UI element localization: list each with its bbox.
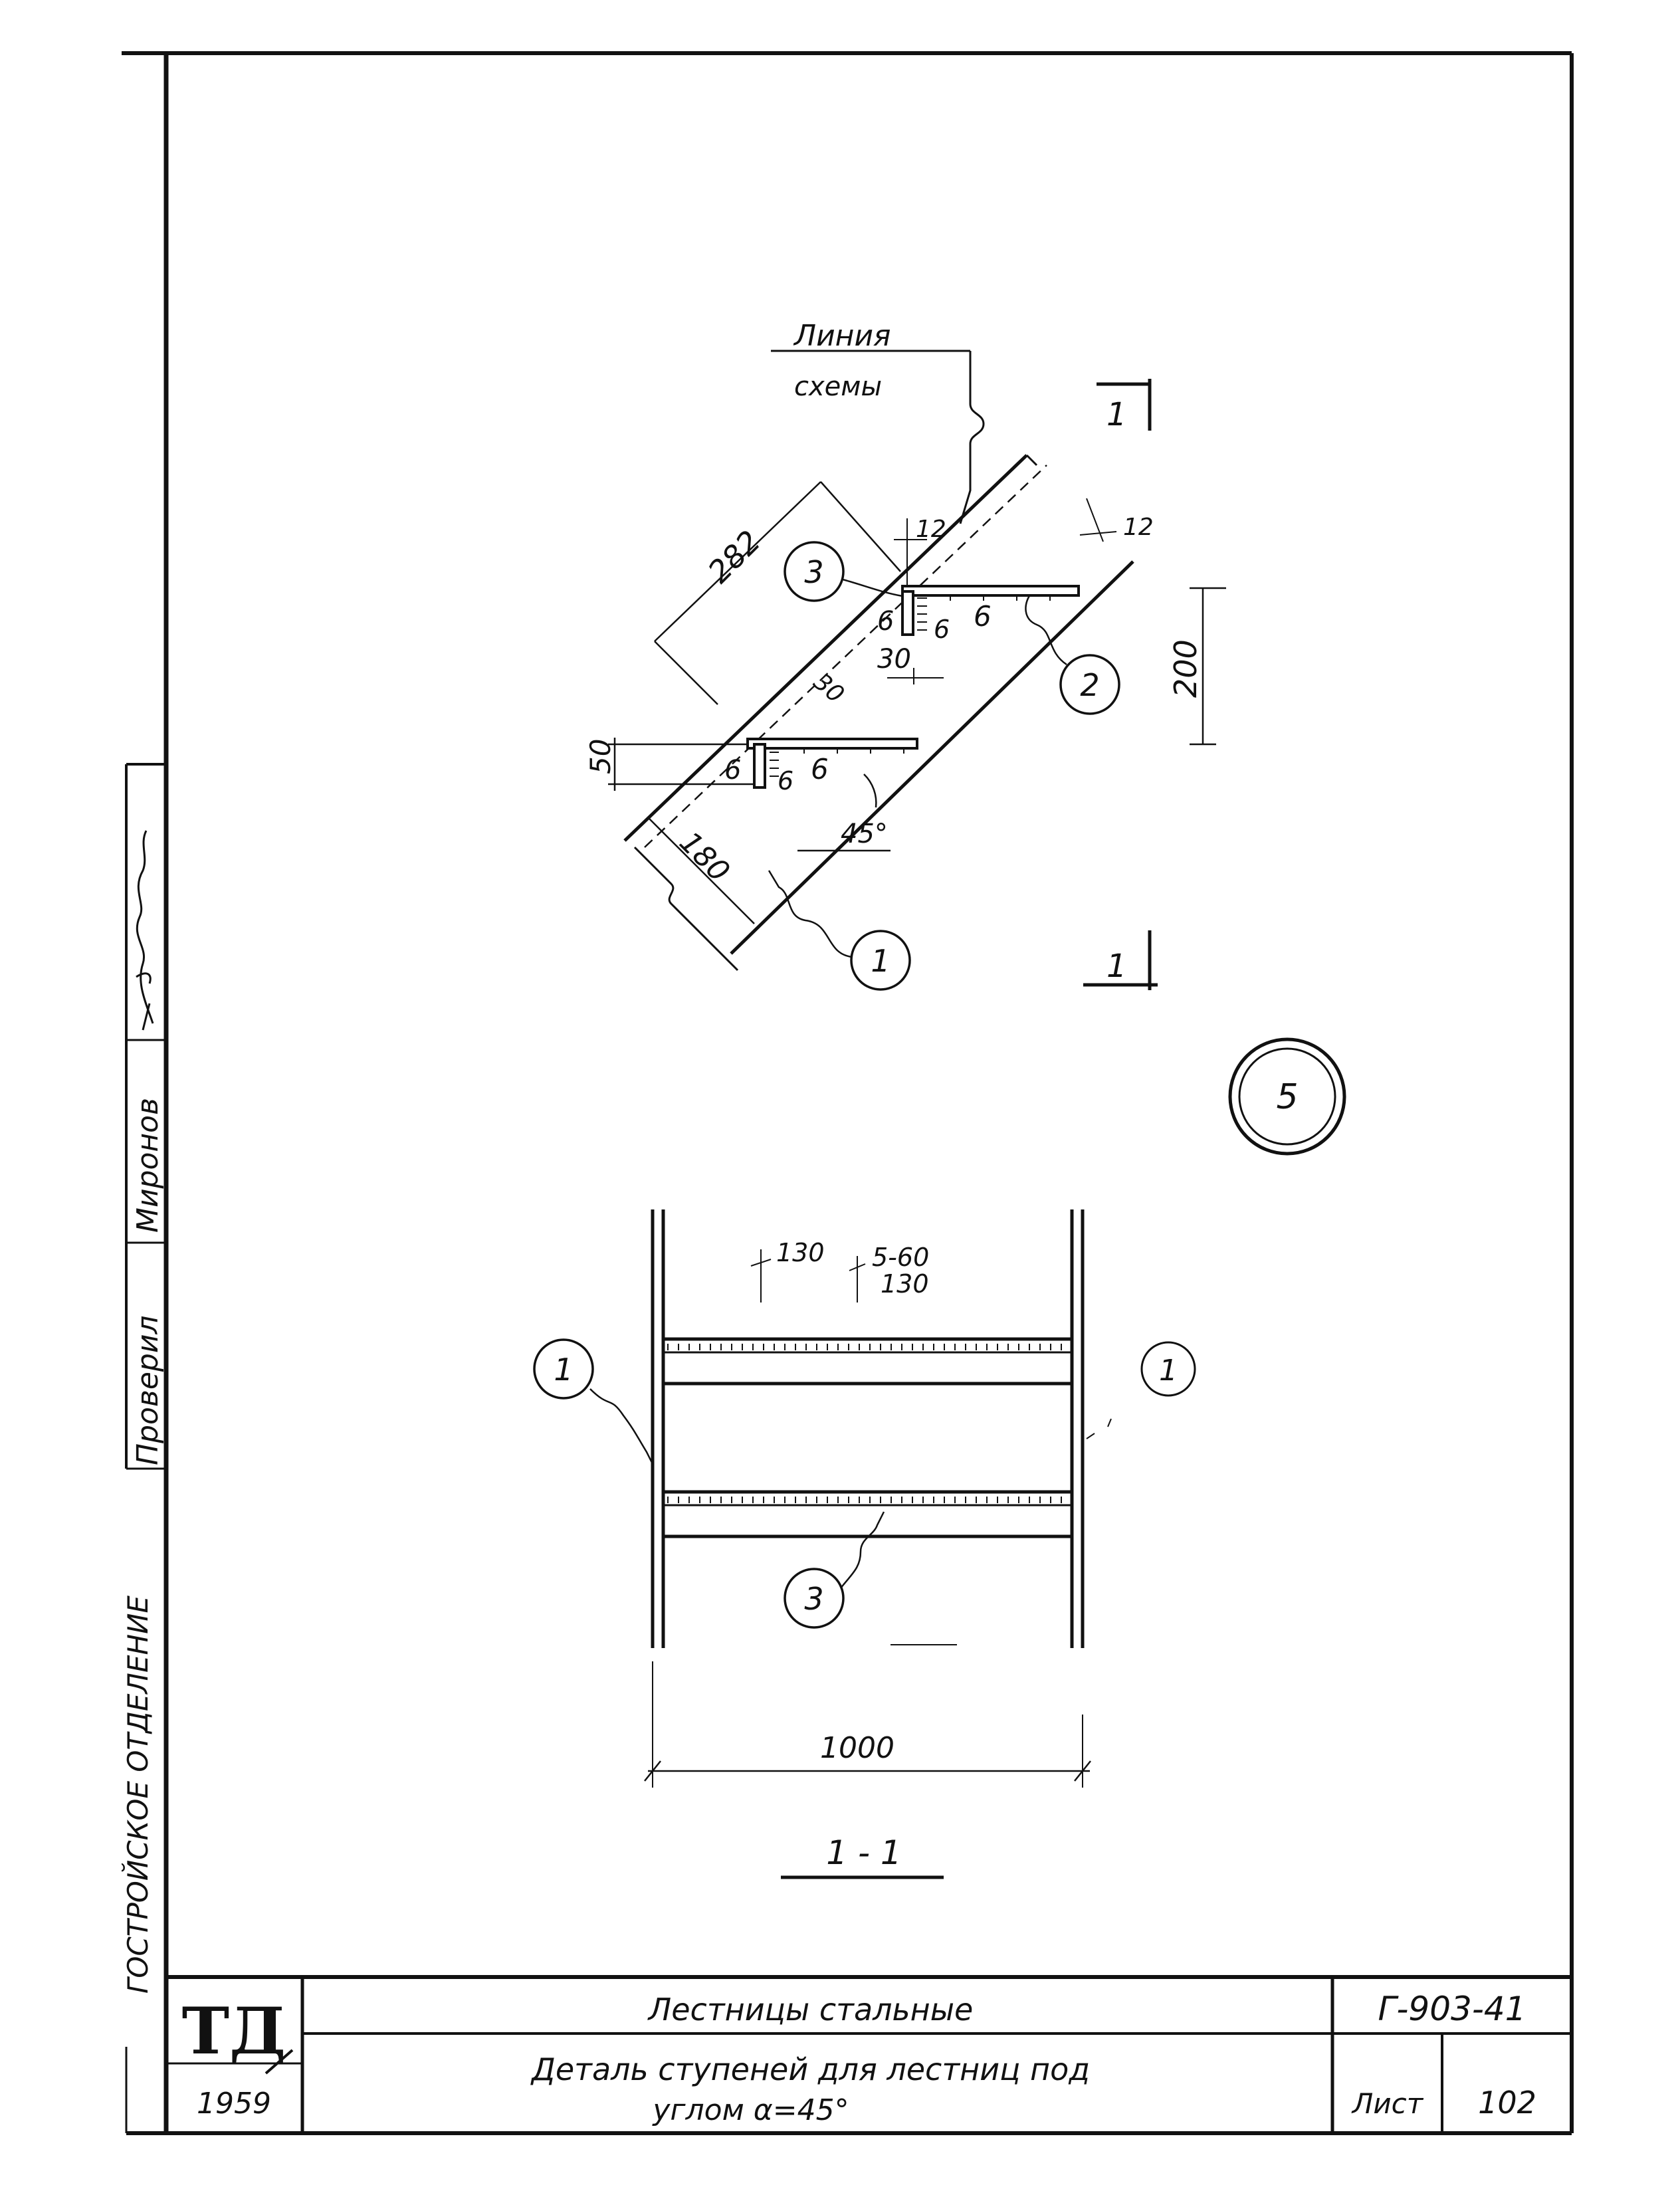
callout-stringer-right: 1 [1086,1341,1196,1439]
dim-bolt-spacing: 130 5-60 130 [750,1238,929,1303]
stringer-upper-end [1025,454,1038,467]
dim-angle-span: 30 30 [808,644,944,708]
dim-slope-angle-label: 45° [841,819,888,849]
dim-angle-leg: 50 [584,738,754,791]
dim-spacing-a: 130 [776,1238,825,1267]
dim-step-height-label: 200 [1168,639,1204,698]
dim-angle-span-label: 30 [877,644,911,675]
callout-angle-top: 3 [784,541,903,602]
drawing-title-line-2: углом α=45° [651,2093,849,2127]
title-block: ТД 1959 Лестницы стальные Деталь ступене… [166,1975,1572,2133]
callout-stringer-left: 1 [533,1338,655,1466]
sheet-label: Лист [1351,2087,1424,2120]
stamp-org: ГОСТРОЙСКОЕ ОТДЕЛЕНИЕ [121,1595,154,1994]
svg-text:2: 2 [1080,667,1099,703]
lower-angle-vertical [753,743,766,789]
stringer-upper-edge [623,454,1028,842]
callout-step-plate: 2 [1025,594,1120,715]
section-mark-bottom-label: 1 [1106,948,1127,985]
weld-sizes: 6 6 6 6 6 6 [724,600,992,795]
upper-angle-horizontal [901,585,1080,597]
dim-offset-a: 12 [916,516,946,543]
weld-size-6: 6 [811,753,829,785]
scheme-line-label-1: Линия [793,319,891,353]
stamp-role: Проверил [131,1315,165,1465]
publisher-logo: ТД [182,1994,286,2069]
dim-spacing-b2: 130 [881,1269,929,1299]
sheet-number: 102 [1478,2085,1536,2121]
dim-slope-angle: 45° [797,774,891,852]
dim-spacing-b1: 5-60 [872,1243,929,1272]
section-mark-top-label: 1 [1106,396,1127,433]
dim-stringer-depth: 180 [647,817,755,924]
drawing-frame [122,51,1574,2135]
tread-lower [663,1490,1072,1538]
scheme-line-label-2: схемы [794,371,882,402]
svg-text:1: 1 [1159,1354,1178,1388]
weld-size-1: 6 [877,606,894,637]
stamp-signature [136,830,154,1031]
svg-text:3: 3 [804,1581,823,1617]
stringer-flange-line [644,465,1047,848]
stringer-right [1070,1209,1085,1648]
svg-text:3: 3 [804,554,823,590]
dim-width: 1000 [644,1661,1091,1788]
scheme-line-leader: Линия схемы [771,319,985,524]
drawing-title-line-1: Деталь ступеней для лестниц под [530,2051,1090,2087]
side-view: Линия схемы 1 1 282 12 12 [584,319,1346,1156]
dim-step-pitch: 282 [654,481,901,705]
upper-step [901,585,1080,636]
svg-text:1: 1 [871,943,890,979]
sheet-badge: 5 [1228,1037,1346,1156]
sheet-badge-number: 5 [1276,1077,1298,1117]
dim-step-pitch-label: 282 [701,524,768,590]
dim-step-height: 200 [1168,587,1226,746]
weld-size-2: 6 [934,615,950,644]
stringer-left [651,1209,665,1648]
section-title-label: 1 - 1 [826,1833,901,1872]
section-mark-top: 1 [1097,379,1152,433]
weld-size-5: 6 [778,766,793,795]
tread-upper [663,1337,1072,1386]
weld-size-3: 6 [974,600,992,633]
dim-width-label: 1000 [820,1731,894,1765]
dim-stringer-depth-label: 180 [673,825,736,888]
callout-angle-section: 3 [784,1511,885,1629]
upper-angle-vertical [901,590,914,636]
dim-angle-leg-label: 50 [584,739,617,774]
dim-slope-span-label: 30 [808,668,849,708]
year: 1959 [197,2087,271,2121]
dim-offset-b: 12 [1123,514,1154,541]
section-mark-bottom: 1 [1083,930,1158,990]
side-stamp: Проверил Миронов ГОСТРОЙСКОЕ ОТДЕЛЕНИЕ [121,830,165,1994]
lower-step [746,738,918,789]
section-view: 130 5-60 130 1 1 3 1000 [533,1209,1196,1879]
stringer-break [633,846,739,972]
callout-stringer-top-view: 1 [768,870,911,991]
dim-offsets: 12 12 [894,498,1154,585]
section-title: 1 - 1 [781,1833,944,1879]
stringer-lower-edge [730,560,1134,955]
weld-ticks [667,1344,1062,1503]
lower-angle-horizontal [746,738,918,750]
stamp-name: Миронов [131,1098,165,1233]
weld-size-4: 6 [724,755,741,785]
series-title: Лестницы стальные [647,1992,974,2028]
doc-code: Г-903-41 [1378,1990,1526,2028]
svg-text:1: 1 [554,1352,573,1388]
